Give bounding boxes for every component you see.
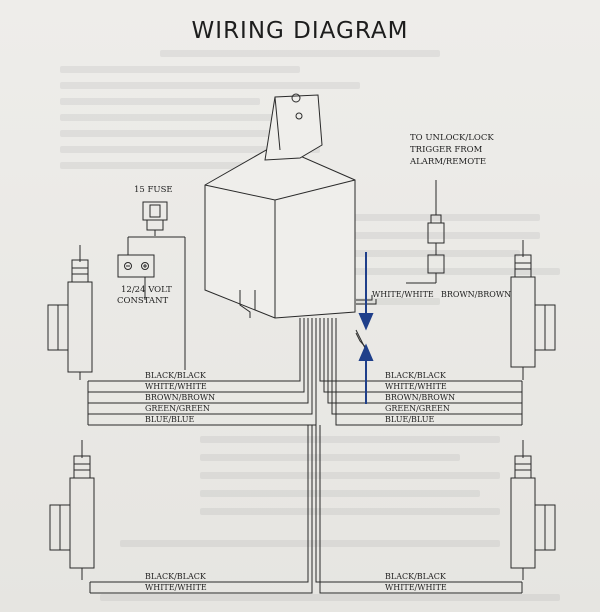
bundle-left-label-4: GREEN/GREEN <box>145 404 210 413</box>
constant-label-line2: CONSTANT <box>117 296 169 306</box>
bundle-right-label-5: BLUE/BLUE <box>385 415 435 424</box>
bundle-left-label-5: BLUE/BLUE <box>145 415 195 424</box>
battery-terminal-icon <box>117 236 186 370</box>
page-title: WIRING DIAGRAM <box>191 18 409 44</box>
trigger-label-line3: ALARM/REMOTE <box>409 157 486 167</box>
constant-label-line1: 12/24 VOLT <box>121 285 172 295</box>
wire-label-white: WHITE/WHITE <box>372 290 434 299</box>
fuse-label: 15 FUSE <box>134 185 173 195</box>
bundle-right-label-2: WHITE/WHITE <box>385 382 447 391</box>
bundle-right-label-1: BLACK/BLACK <box>385 371 447 380</box>
actuator-top-right-icon <box>510 240 556 380</box>
bundle-right-label-3: BROWN/BROWN <box>385 393 455 402</box>
bundle-bottom-right-label-1: BLACK/BLACK <box>385 572 447 581</box>
wire-label-brown: BROWN/BROWN <box>441 290 511 299</box>
control-module <box>204 93 356 319</box>
bundle-bottom-left-label-1: BLACK/BLACK <box>145 572 207 581</box>
bundle-bottom-left-label-2: WHITE/WHITE <box>145 583 207 592</box>
trigger-connector-icon <box>406 180 445 284</box>
actuator-bottom-left-icon <box>49 440 95 580</box>
arrow-down-icon <box>358 252 374 331</box>
wire-bundle-right <box>319 318 523 426</box>
bundle-left-label-2: WHITE/WHITE <box>145 382 207 391</box>
trigger-label-line1: TO UNLOCK/LOCK <box>410 133 494 143</box>
wire-bundle-bottom <box>89 425 523 594</box>
actuator-bottom-right-icon <box>510 440 556 580</box>
bundle-right-label-4: GREEN/GREEN <box>385 404 450 413</box>
fuse-icon <box>142 201 168 236</box>
bundle-left-label-3: BROWN/BROWN <box>145 393 215 402</box>
actuator-top-left-icon <box>47 245 93 380</box>
arrow-up-icon <box>358 343 374 404</box>
bundle-bottom-right-label-2: WHITE/WHITE <box>385 583 447 592</box>
bundle-left-label-1: BLACK/BLACK <box>145 371 207 380</box>
trigger-label-line2: TRIGGER FROM <box>410 145 483 155</box>
